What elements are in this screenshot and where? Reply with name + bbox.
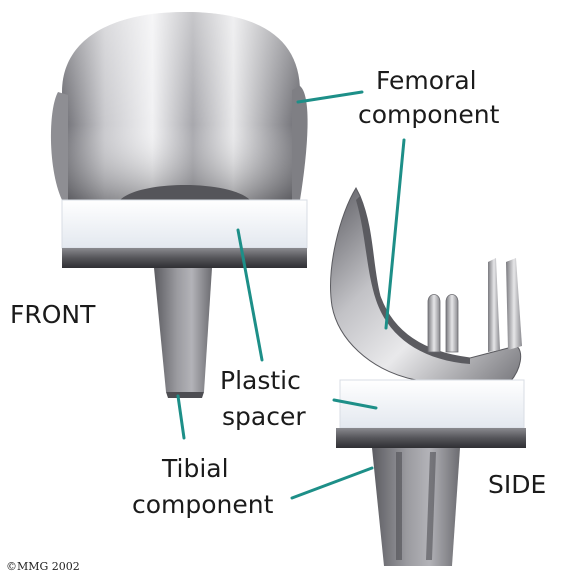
side-tibial-stem [372,448,460,566]
label-plastic-spacer-line1: Plastic [220,366,301,396]
label-plastic-spacer-line2: spacer [222,402,306,432]
label-tibial-component-line2: component [132,490,273,520]
side-tibial-tray [336,428,526,448]
front-tibial-tray [62,248,307,268]
copyright-text: ©MMG 2002 [6,560,80,573]
label-femoral-component-line1: Femoral [376,66,477,96]
label-femoral-component-line2: component [358,100,499,130]
front-view-implant [51,12,308,398]
side-plastic-spacer [340,380,524,428]
front-plastic-spacer [62,200,307,248]
side-view-implant [331,188,526,566]
label-front: FRONT [10,300,95,330]
label-tibial-component-line1: Tibial [162,454,229,484]
leader-tibial-front [178,396,184,438]
leader-femoral-front [298,92,362,102]
front-tibial-stem [154,268,212,392]
leader-tibial-side [292,468,372,498]
leader-femoral-side [386,140,404,328]
label-side: SIDE [488,470,546,500]
